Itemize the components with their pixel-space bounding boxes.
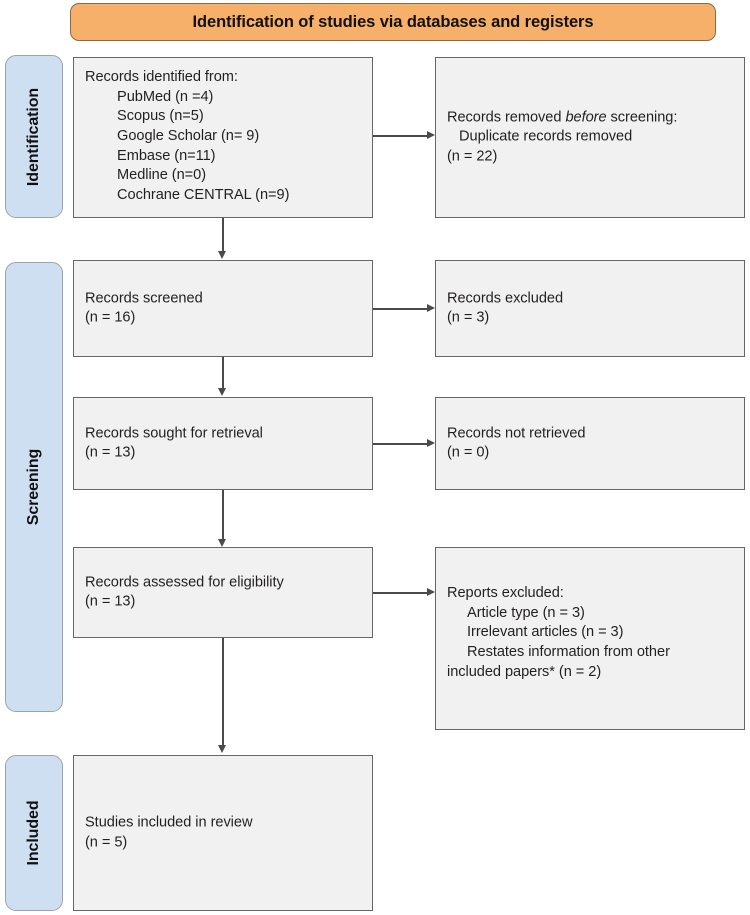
- arrowhead-sought-to-not-retrieved: [427, 439, 435, 447]
- arrowhead-identified-to-screened: [218, 251, 226, 259]
- arrowhead-identified-to-removed: [427, 131, 435, 139]
- records-excluded-text: Records excluded (n = 3): [447, 289, 564, 326]
- records-assessed-text: Records assessed for eligibility (n = 13…: [85, 573, 284, 610]
- studies-included-box: Studies included in review (n = 5): [73, 755, 373, 911]
- connector-assessed-to-included: [222, 638, 224, 748]
- records-not-retrieved-box: Records not retrieved (n = 0): [435, 397, 745, 490]
- stage-label-screening: Screening: [25, 448, 42, 526]
- records-sought-text: Records sought for retrieval (n = 13): [85, 424, 263, 461]
- connector-screened-to-excluded: [373, 308, 427, 310]
- records-excluded-box: Records excluded (n = 3): [435, 260, 745, 357]
- records-identified-box: Records identified from: PubMed (n =4) S…: [73, 57, 373, 218]
- connector-sought-to-assessed: [222, 490, 224, 542]
- records-sought-box: Records sought for retrieval (n = 13): [73, 397, 373, 490]
- arrowhead-assessed-to-included: [218, 745, 226, 753]
- records-screened-text: Records screened (n = 16): [85, 289, 203, 326]
- connector-screened-to-sought: [222, 357, 224, 391]
- records-removed-box: Records removed before screening: Duplic…: [435, 57, 745, 218]
- stage-bar-included: Included: [5, 755, 63, 911]
- reports-excluded-box: Reports excluded: Article type (n = 3) I…: [435, 547, 745, 730]
- studies-included-text: Studies included in review (n = 5): [85, 814, 253, 850]
- diagram-header-title: Identification of studies via databases …: [192, 12, 594, 31]
- arrowhead-screened-to-sought: [218, 388, 226, 396]
- stage-bar-identification: Identification: [5, 55, 63, 218]
- records-not-retrieved-text: Records not retrieved (n = 0): [447, 424, 586, 461]
- reports-excluded-text: Reports excluded: Article type (n = 3) I…: [447, 585, 670, 680]
- stage-label-included: Included: [25, 800, 42, 866]
- records-assessed-box: Records assessed for eligibility (n = 13…: [73, 547, 373, 638]
- connector-sought-to-not-retrieved: [373, 443, 427, 445]
- stage-bar-screening: Screening: [5, 262, 63, 712]
- arrowhead-sought-to-assessed: [218, 539, 226, 547]
- stage-label-identification: Identification: [25, 87, 42, 186]
- records-removed-text: Records removed before screening: Duplic…: [447, 109, 678, 165]
- records-screened-box: Records screened (n = 16): [73, 260, 373, 357]
- arrowhead-assessed-to-reports-excluded: [427, 588, 435, 596]
- diagram-header-banner: Identification of studies via databases …: [70, 3, 716, 41]
- records-identified-text: Records identified from: PubMed (n =4) S…: [85, 69, 290, 203]
- arrowhead-screened-to-excluded: [427, 304, 435, 312]
- connector-identified-to-screened: [222, 218, 224, 254]
- connector-identified-to-removed: [373, 135, 427, 137]
- connector-assessed-to-reports-excluded: [373, 592, 427, 594]
